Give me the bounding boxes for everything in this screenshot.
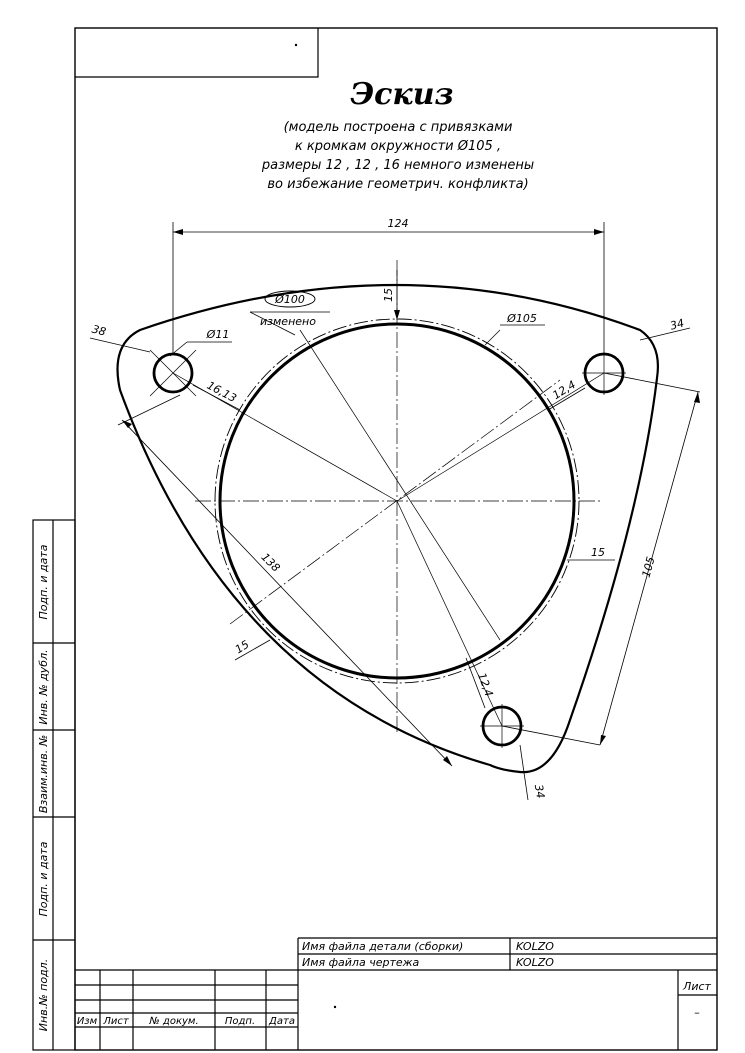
drawing-file-label: Имя файла чертежа [302, 956, 420, 969]
dim-d100: Ø100 [274, 293, 305, 306]
note-line: во избежание геометрич. конфликта) [267, 177, 528, 192]
sheet-label: Лист [682, 980, 711, 993]
col-list: Лист [102, 1016, 130, 1027]
dim-right-edge: 34 [669, 317, 686, 333]
note-line: (модель построена с привязками [284, 120, 513, 135]
note-line: к кромкам окружности Ø105 , [295, 139, 501, 154]
part-file-value: KOLZO [516, 940, 554, 953]
d100-badge [264, 290, 316, 308]
dim-right-offset: 15 [591, 546, 605, 559]
dimension-arrows [122, 229, 700, 766]
side-stamp-label: Инв.№ подл. [37, 959, 50, 1031]
dim-bottom-edge: 34 [532, 783, 547, 799]
dim-overall-width: 124 [388, 217, 409, 230]
top-stamp-box [75, 28, 319, 78]
side-stamp-label: Взаим.инв. № [37, 735, 50, 813]
dim-right-span: 105 [640, 555, 658, 579]
title-block [75, 937, 717, 1050]
sheet-value: – [694, 1006, 700, 1019]
construction-lines [149, 260, 626, 748]
side-stamp-label: Подп. и дата [37, 841, 50, 916]
note-line: размеры 12 , 12 , 16 немного изменены [261, 158, 534, 173]
side-stamp-label: Подп. и дата [37, 544, 50, 619]
drawing-title: Эскиз [350, 77, 453, 112]
dim-right-hole-gap: 12,4 [550, 378, 578, 402]
dim-bottom-hole-gap: 12,4 [475, 671, 496, 698]
part-file-label: Имя файла детали (сборки) [302, 940, 463, 953]
title-block-dot [333, 1005, 337, 1009]
dim-left-edge: 38 [90, 323, 107, 339]
dimension-lines [89, 222, 701, 801]
dim-diagonal: 138 [258, 551, 282, 575]
col-izm: Изм [77, 1016, 98, 1027]
dim-d11: Ø11 [206, 328, 230, 341]
col-doc: № докум. [148, 1016, 198, 1027]
dim-top-offset: 15 [382, 288, 395, 302]
drawing-file-value: KOLZO [516, 956, 554, 969]
side-stamp-label: Инв. № дубл. [37, 649, 50, 724]
flange-outline [116, 283, 659, 774]
top-stamp-dot [294, 43, 298, 47]
dim-d100-note: изменено [260, 315, 316, 328]
side-stamp [32, 519, 76, 1051]
col-sign: Подп. [225, 1016, 255, 1027]
col-date: Дата [268, 1016, 295, 1027]
dim-lower-left-offset: 15 [233, 638, 252, 656]
dim-d105: Ø105 [506, 312, 537, 325]
